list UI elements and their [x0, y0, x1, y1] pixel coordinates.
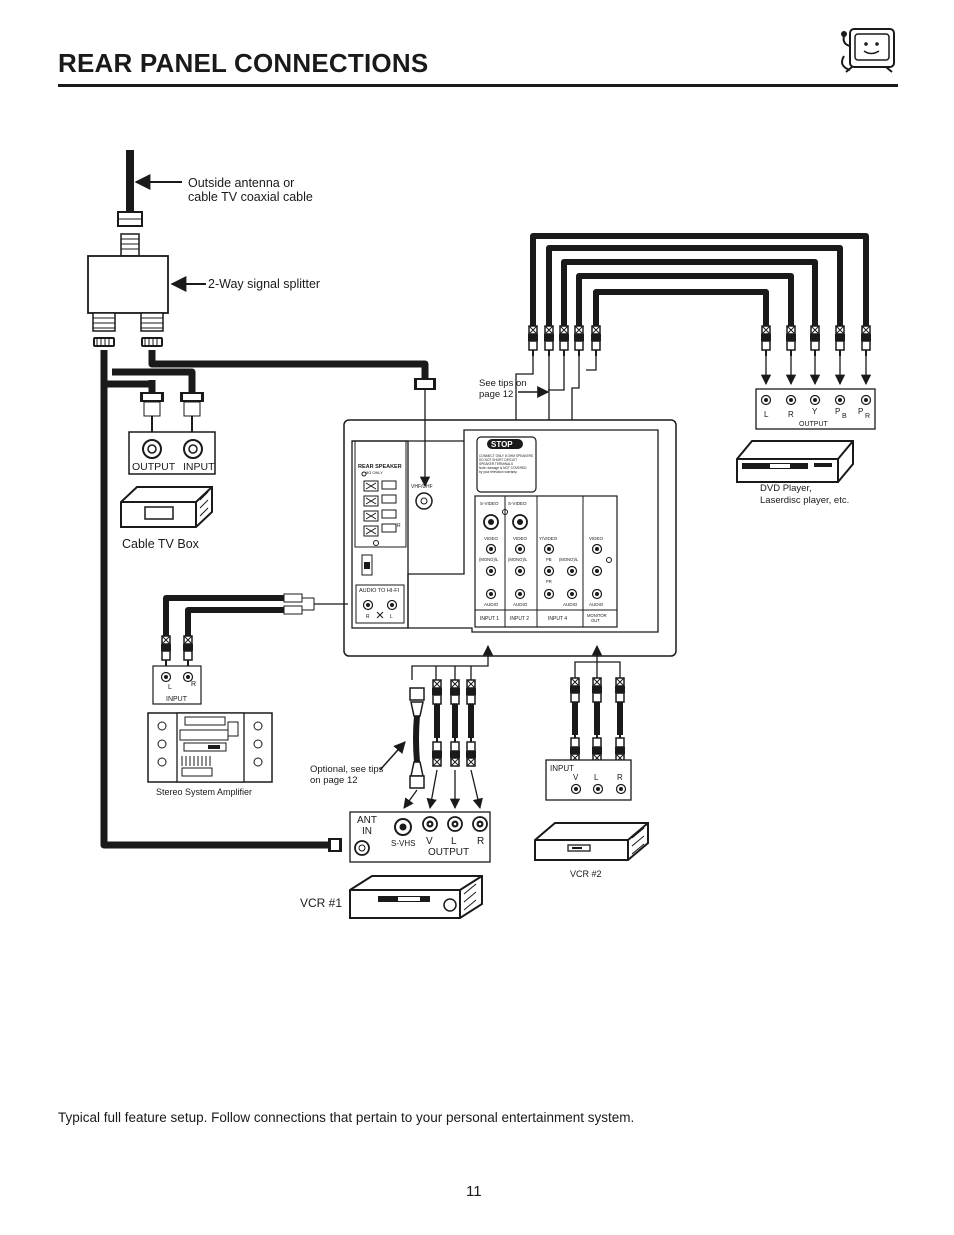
- vcr2-input-panel: INPUT V L R: [545, 759, 632, 801]
- svg-text:(MONO)/L: (MONO)/L: [479, 557, 499, 562]
- tv-mascot-icon: [841, 28, 895, 73]
- svg-text:ANT: ANT: [357, 815, 377, 826]
- dvd-output-panel: L R Y P B P R OUTPUT: [755, 388, 876, 430]
- svg-text:AUDIO: AUDIO: [589, 602, 604, 607]
- svg-text:L: L: [594, 773, 599, 782]
- svg-text:L: L: [168, 684, 172, 691]
- svg-text:Outside antenna or: Outside antenna or: [188, 176, 294, 190]
- svg-text:2-Way signal splitter: 2-Way signal splitter: [208, 277, 320, 291]
- svg-text:B: B: [842, 413, 847, 420]
- svg-text:L: L: [764, 410, 769, 419]
- vcr2: VCR #2: [534, 822, 649, 879]
- svg-text:V: V: [573, 773, 579, 782]
- svg-text:Y: Y: [812, 407, 818, 416]
- svg-text:S-VIDEO: S-VIDEO: [508, 501, 527, 506]
- svg-text:IN: IN: [362, 826, 372, 837]
- svg-text:INPUT 1: INPUT 1: [480, 616, 499, 622]
- cable-box-cables: [107, 368, 196, 392]
- hifi-audio-cables: [163, 595, 284, 636]
- svg-text:8Ω ONLY: 8Ω ONLY: [366, 470, 383, 475]
- antenna-callout: Outside antenna or cable TV coaxial cabl…: [134, 174, 313, 204]
- svg-text:Note: damage is NOT COVERED: Note: damage is NOT COVERED: [479, 466, 527, 470]
- svg-text:AUDIO TO HI-FI: AUDIO TO HI-FI: [359, 588, 400, 594]
- svg-text:by your television warranty.: by your television warranty.: [479, 470, 517, 474]
- svg-text:AUDIO: AUDIO: [513, 602, 528, 607]
- svg-text:VIDEO: VIDEO: [513, 536, 528, 541]
- svg-text:MONITOR: MONITOR: [587, 613, 607, 618]
- svg-text:AUDIO: AUDIO: [563, 602, 578, 607]
- svg-text:INPUT: INPUT: [183, 461, 215, 473]
- svg-text:VIDEO: VIDEO: [484, 536, 499, 541]
- title-rule: [58, 84, 898, 87]
- vcr1-jack-panel: ANT IN S-VHS V L R OUTPUT: [328, 811, 491, 863]
- page-title: REAR PANEL CONNECTIONS: [58, 48, 429, 78]
- svg-text:P: P: [858, 407, 863, 416]
- svg-text:R: R: [788, 410, 794, 419]
- svg-text:R: R: [617, 773, 623, 782]
- svg-text:L: L: [390, 614, 393, 620]
- svg-text:L: L: [451, 836, 457, 847]
- cable-box-jack-panel: OUTPUT INPUT: [128, 431, 216, 475]
- svg-text:Stereo System Amplifier: Stereo System Amplifier: [156, 787, 252, 797]
- svg-text:cable TV coaxial cable: cable TV coaxial cable: [188, 190, 313, 204]
- signal-splitter: [87, 255, 169, 332]
- cable-box: Cable TV Box: [120, 486, 213, 551]
- svg-text:AUDIO: AUDIO: [484, 602, 499, 607]
- svg-text:(MONO)/L: (MONO)/L: [508, 557, 528, 562]
- svg-text:S-VHS: S-VHS: [391, 839, 415, 848]
- tv-rear-panel: REAR SPEAKER 8Ω ONLY R VHF/UHF AUDIO TO …: [343, 419, 677, 657]
- svg-text:PR: PR: [546, 579, 552, 584]
- svg-text:VIDEO: VIDEO: [589, 536, 604, 541]
- svg-text:STOP: STOP: [491, 440, 513, 449]
- svg-text:DO NOT SHORT CIRCUIT: DO NOT SHORT CIRCUIT: [479, 458, 517, 462]
- svg-text:INPUT: INPUT: [550, 764, 574, 773]
- svg-text:R: R: [477, 836, 484, 847]
- svg-text:R: R: [191, 681, 196, 688]
- vcr1-signal-lines: [411, 644, 494, 680]
- svg-text:OUTPUT: OUTPUT: [428, 847, 469, 858]
- svg-text:R: R: [366, 614, 370, 620]
- dvd-player: DVD Player, Laserdisc player, etc.: [736, 440, 854, 506]
- svg-text:Y/VIDEO: Y/VIDEO: [539, 536, 558, 541]
- svg-text:OUT: OUT: [591, 618, 600, 623]
- svg-text:INPUT 4: INPUT 4: [548, 616, 567, 622]
- svg-text:DVD Player,: DVD Player,: [760, 483, 812, 494]
- tips-vcr-callout: Optional, see tips on page 12: [310, 741, 406, 786]
- svg-text:R: R: [397, 523, 401, 529]
- svg-text:PB: PB: [546, 557, 552, 562]
- svg-text:VCR #2: VCR #2: [570, 869, 602, 879]
- svg-text:VHF/UHF: VHF/UHF: [411, 484, 433, 490]
- svg-text:INPUT: INPUT: [166, 696, 188, 703]
- svg-text:OUTPUT: OUTPUT: [799, 421, 829, 428]
- svg-text:Laserdisc player, etc.: Laserdisc player, etc.: [760, 495, 849, 506]
- svg-text:VCR #1: VCR #1: [300, 896, 342, 910]
- svg-text:SPEAKER TERMINALS: SPEAKER TERMINALS: [479, 462, 513, 466]
- svg-text:on page 12: on page 12: [310, 775, 358, 786]
- stereo-input-panel: L R INPUT: [152, 665, 202, 705]
- vcr1: VCR #1: [300, 875, 483, 919]
- splitter-callout: 2-Way signal splitter: [170, 276, 320, 292]
- svg-text:Optional, see tips: Optional, see tips: [310, 764, 384, 775]
- svg-text:R: R: [865, 413, 870, 420]
- svg-text:CONNECT ONLY 8 OHM SPEAKERS: CONNECT ONLY 8 OHM SPEAKERS: [479, 454, 533, 458]
- svideo-cable: [409, 687, 425, 789]
- svg-text:See tips on: See tips on: [479, 378, 527, 389]
- svg-text:V: V: [426, 836, 433, 847]
- svg-text:REAR SPEAKER: REAR SPEAKER: [358, 464, 402, 470]
- cable-box-label: Cable TV Box: [122, 537, 200, 551]
- svg-text:P: P: [835, 407, 840, 416]
- stereo-amplifier: Stereo System Amplifier: [147, 712, 273, 797]
- page-number: 11: [466, 1183, 482, 1200]
- svg-text:(MONO)/L: (MONO)/L: [559, 557, 579, 562]
- dvd-component-cables: [530, 233, 869, 326]
- antenna-cable: [117, 150, 143, 257]
- tips-dvd-callout: See tips on page 12: [479, 378, 550, 400]
- vcr2-signal-lines: [574, 644, 621, 680]
- svg-text:S-VIDEO: S-VIDEO: [480, 501, 499, 506]
- svg-text:page 12: page 12: [479, 389, 513, 400]
- svg-text:INPUT 2: INPUT 2: [510, 616, 529, 622]
- svg-text:OUTPUT: OUTPUT: [132, 461, 176, 473]
- caption: Typical full feature setup. Follow conne…: [58, 1110, 635, 1125]
